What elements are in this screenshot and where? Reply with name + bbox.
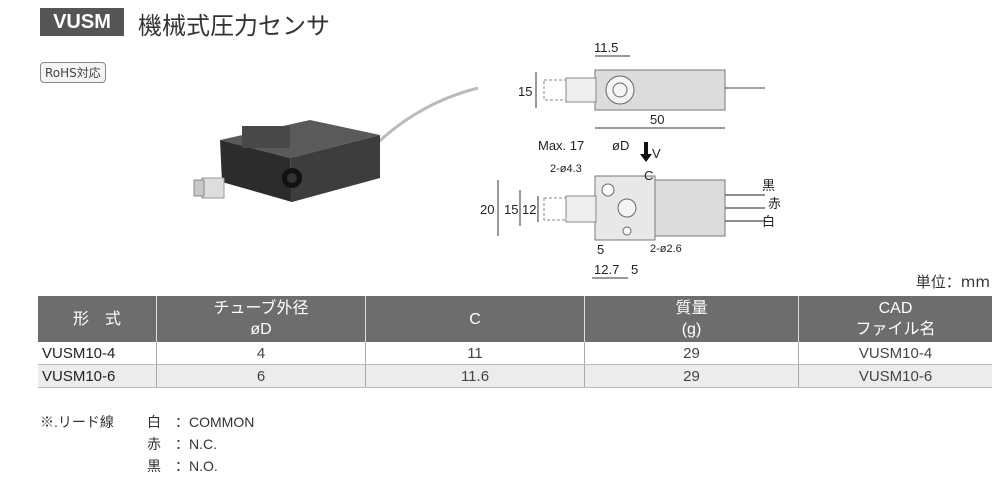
rohs-badge: RoHS対応	[40, 62, 106, 83]
col-header-model: 形 式	[38, 296, 157, 342]
sensor-body-top	[220, 120, 380, 158]
col-header-c-label: C	[469, 310, 481, 328]
cell-model: VUSM10-6	[38, 364, 157, 388]
cell-od: 6	[156, 364, 366, 388]
col-header-mass-label: 質量	[675, 300, 708, 317]
note-prefix-spacer	[40, 433, 147, 455]
dim-15-top: 15	[518, 84, 532, 99]
wire-label-white: 白	[762, 214, 775, 229]
product-photo	[193, 86, 479, 202]
view-arrow-icon	[640, 142, 652, 162]
dim-c: C	[644, 168, 653, 183]
table-row: VUSM10-4 4 11 29 VUSM10-4	[38, 342, 992, 365]
col-header-model-label: 形 式	[72, 310, 121, 328]
note-prefix-spacer	[40, 455, 147, 477]
sensor-body-front	[220, 140, 292, 202]
dim-5b: 5	[631, 262, 638, 277]
dim-12: 12	[522, 202, 536, 217]
cell-model: VUSM10-4	[38, 342, 157, 365]
dim-50: 50	[650, 112, 664, 127]
note-sep: ：	[175, 458, 189, 474]
front-view-fitting	[565, 195, 597, 223]
dim-od: øD	[612, 138, 629, 153]
col-header-mass: 質量 (g)	[584, 296, 799, 342]
product-series-badge: VUSM	[40, 8, 124, 36]
spec-table: 形 式 チューブ外径 øD C 質量 (g) CAD ファイル名 VUSM10-…	[38, 296, 992, 388]
cell-c: 11.6	[365, 364, 585, 388]
note-value: N.C.	[189, 436, 217, 452]
lead-wire	[368, 86, 479, 152]
dim-v: V	[652, 146, 661, 161]
dim-hole-2-6: 2-ø2.6	[650, 243, 682, 255]
top-view-port-inner	[612, 82, 628, 98]
dim-11-5: 11.5	[594, 40, 618, 55]
dim-5a: 5	[597, 242, 604, 257]
cell-cad: VUSM10-6	[798, 364, 992, 388]
col-header-tube-sub: øD	[250, 321, 272, 338]
cell-mass: 29	[584, 364, 799, 388]
note-value: COMMON	[189, 414, 255, 430]
note-color: 白	[147, 414, 161, 430]
front-view-port	[617, 198, 637, 218]
col-header-tube-label: チューブ外径	[213, 300, 309, 317]
unit-label: 単位：mm	[915, 273, 990, 291]
wire-label-black: 黒	[762, 178, 775, 193]
cell-od: 4	[156, 342, 366, 365]
note-row: ※.リード線 白 ： COMMON	[40, 411, 254, 433]
note-color: 黒	[147, 458, 161, 474]
note-row: 黒 ： N.O.	[40, 455, 254, 477]
note-color: 赤	[147, 436, 161, 452]
sensor-body-side	[290, 135, 380, 202]
note-sep: ：	[175, 436, 189, 452]
note-prefix: ※.リード線	[40, 414, 114, 430]
note-sep: ：	[175, 414, 189, 430]
cell-mass: 29	[584, 342, 799, 365]
lead-wire-notes: ※.リード線 白 ： COMMON 赤 ： N.C. 黒 ： N.O.	[40, 411, 254, 477]
col-header-mass-sub: (g)	[681, 321, 702, 338]
top-view-fitting	[565, 77, 597, 103]
dim-20: 20	[480, 202, 494, 217]
table-row: VUSM10-6 6 11.6 29 VUSM10-6	[38, 364, 992, 388]
col-header-c: C	[365, 296, 585, 342]
front-view-tube-stub	[543, 197, 567, 221]
top-view-port	[605, 75, 635, 105]
dim-hole-4-3: 2-ø4.3	[550, 163, 582, 175]
tube-fitting	[201, 177, 225, 199]
dim-15: 15	[504, 202, 518, 217]
dim-12-7: 12.7	[594, 262, 619, 277]
dimension-drawing: 11.5 15 50 黒 赤 白 Max. 17 øD V C 2-ø4.3 2…	[480, 40, 780, 279]
mount-hole-2-6	[622, 226, 632, 236]
table-header-row: 形 式 チューブ外径 øD C 質量 (g) CAD ファイル名	[38, 296, 992, 342]
note-row: 赤 ： N.C.	[40, 433, 254, 455]
tube-fitting-collar	[193, 179, 205, 197]
page-title: 機械式圧力センサ	[138, 12, 330, 40]
mount-block	[242, 126, 290, 148]
mount-hole-inner	[287, 173, 297, 183]
dim-max17: Max. 17	[538, 138, 584, 153]
note-value: N.O.	[189, 458, 218, 474]
wire-label-red: 赤	[768, 196, 780, 211]
top-view-tube-stub	[543, 79, 567, 101]
cell-cad: VUSM10-4	[798, 342, 992, 365]
col-header-cad-label: CAD	[878, 300, 913, 317]
cell-c: 11	[365, 342, 585, 365]
mount-hole-4-3	[601, 183, 615, 197]
col-header-cad: CAD ファイル名	[798, 296, 992, 342]
col-header-tube: チューブ外径 øD	[156, 296, 366, 342]
col-header-cad-sub: ファイル名	[855, 321, 936, 338]
